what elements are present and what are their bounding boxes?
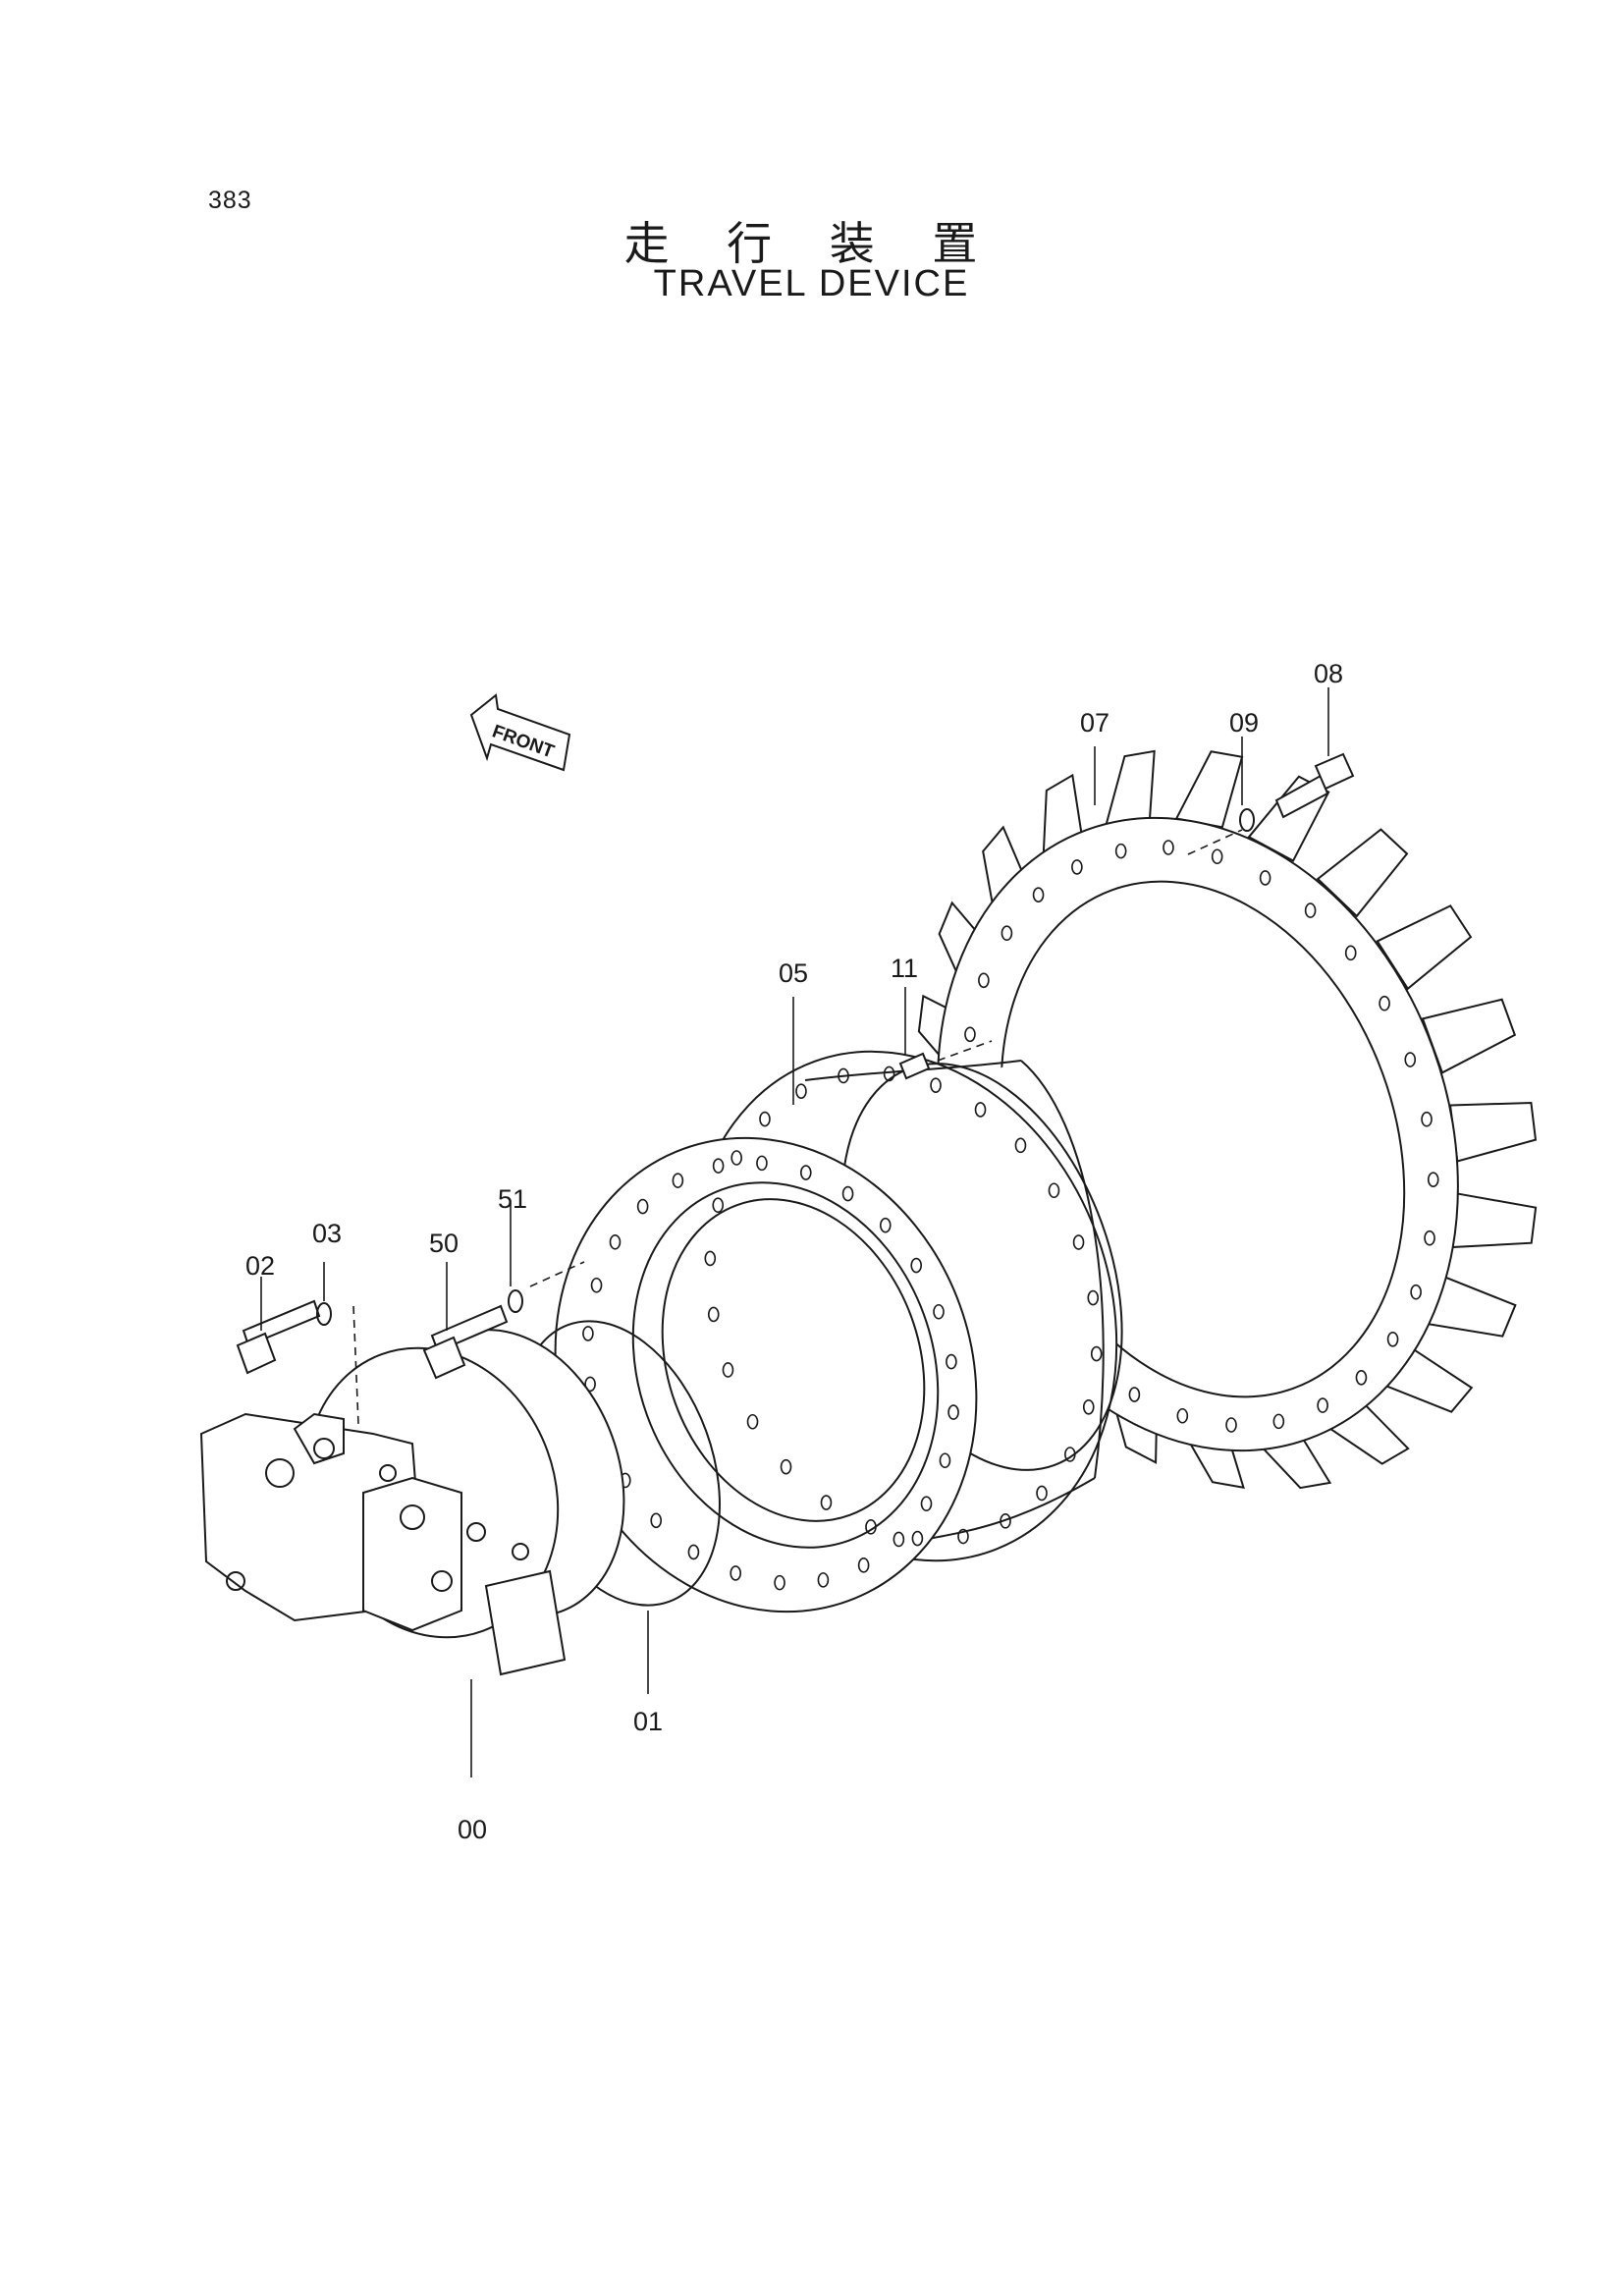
part-label-09: 09: [1229, 708, 1259, 738]
bolt-50: [422, 1304, 509, 1380]
title-english: TRAVEL DEVICE: [653, 263, 970, 304]
part-label-07: 07: [1080, 708, 1109, 738]
bolt-08: [1274, 752, 1355, 819]
part-label-00: 00: [458, 1815, 487, 1844]
part-label-05: 05: [779, 958, 808, 988]
travel-motor: [199, 1329, 625, 1676]
pin-11: [898, 1052, 931, 1080]
leader-lines: [260, 687, 1329, 1777]
washer-09: [1239, 808, 1255, 832]
part-label-50: 50: [429, 1229, 459, 1258]
page-number: 383: [208, 187, 252, 214]
bolt-02: [236, 1299, 321, 1375]
drum-housing: [554, 1050, 1123, 1613]
part-label-01: 01: [633, 1707, 663, 1736]
front-arrow: FRONT: [469, 693, 571, 772]
washer-03: [316, 1302, 332, 1326]
title-japanese: 走 行 装 置: [623, 217, 1000, 270]
part-label-08: 08: [1314, 659, 1343, 688]
part-label-03: 03: [312, 1219, 342, 1248]
part-label-51: 51: [498, 1184, 527, 1214]
part-label-11: 11: [891, 954, 918, 983]
washer-51: [508, 1289, 523, 1313]
part-label-02: 02: [245, 1251, 275, 1281]
